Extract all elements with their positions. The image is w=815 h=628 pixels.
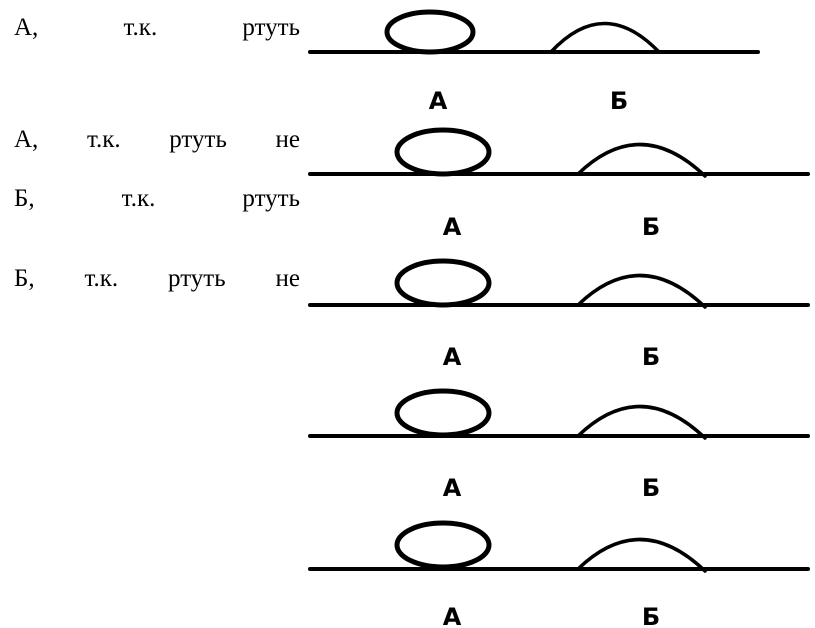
answer-option-4-word-4: не: [275, 265, 300, 292]
answer-option-3-word-2: т.к.: [121, 185, 156, 212]
droplet-diagram-5: [308, 520, 810, 573]
droplet-b-shape: [576, 404, 707, 440]
answer-option-1-word-1: А,: [14, 14, 39, 41]
answer-option-3-word-1: Б,: [14, 185, 35, 212]
droplet-b-label: Б: [642, 474, 660, 502]
droplet-diagram-3: [308, 258, 810, 309]
droplet-b-label: Б: [642, 213, 660, 241]
answer-option-2-word-1: А,: [14, 126, 39, 153]
droplet-a-label: А: [443, 474, 462, 502]
droplet-a-shape: [394, 127, 492, 177]
droplet-a-label: А: [429, 87, 448, 115]
answer-option-4: Б, т.к. ртуть не: [14, 263, 300, 295]
droplet-diagram-1: [308, 9, 760, 55]
droplet-b-shape: [549, 21, 661, 54]
answer-option-4-word-2: т.к.: [84, 265, 119, 292]
droplet-a-shape: [394, 520, 492, 570]
answer-option-1: А, т.к. ртуть: [14, 12, 300, 44]
droplet-a-shape: [394, 388, 492, 438]
droplet-b-label: Б: [642, 603, 660, 628]
droplet-a-shape: [384, 9, 476, 55]
answer-option-4-word-1: Б,: [14, 265, 35, 292]
answer-option-2: А, т.к. ртуть не: [14, 124, 300, 156]
answer-option-2-word-4: не: [275, 126, 300, 153]
answer-option-2-word-3: ртуть: [169, 126, 227, 153]
droplet-diagram-2: [308, 127, 810, 178]
droplet-a-label: А: [443, 343, 462, 371]
answer-option-2-word-2: т.к.: [86, 126, 121, 153]
answer-option-3-word-3: ртуть: [242, 185, 300, 212]
answer-option-3: Б, т.к. ртуть: [14, 183, 300, 215]
droplet-b-label: Б: [610, 87, 628, 115]
droplet-b-label: Б: [642, 343, 660, 371]
droplet-a-label: А: [443, 213, 462, 241]
droplet-b-shape: [576, 537, 707, 573]
droplet-a-label: А: [443, 603, 462, 628]
droplet-a-shape: [394, 258, 492, 308]
answer-option-4-word-3: ртуть: [168, 265, 226, 292]
answer-option-1-word-3: ртуть: [242, 14, 300, 41]
droplet-b-shape: [576, 273, 707, 309]
answer-option-1-word-2: т.к.: [123, 14, 158, 41]
droplet-b-shape: [576, 142, 707, 178]
droplet-diagram-4: [308, 388, 810, 440]
